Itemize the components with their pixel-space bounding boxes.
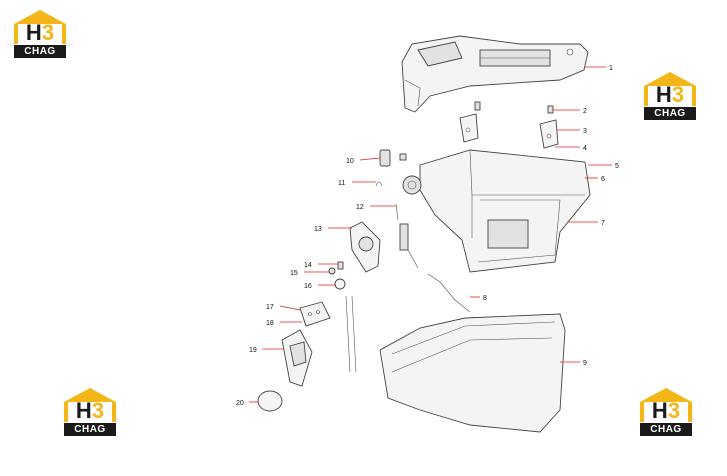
part-lever-plate [349,221,381,273]
logo-mark-h: H [75,398,92,423]
logo-word: CHAG [24,46,56,57]
brand-logo-bottom-right: H3 CHAG [636,386,696,438]
part-round-cap [257,390,283,412]
callout-2: 2 [583,108,587,115]
logo-mark-3: 3 [41,20,55,45]
callout-11: 11 [338,180,345,187]
callout-10: 10 [346,158,354,165]
callout-15: 15 [290,270,298,277]
logo-mark-h: H [651,398,668,423]
part-armrest-cover [401,35,589,113]
logo-house-icon [64,388,116,436]
logo-mark-h: H [25,20,42,45]
logo-mark-3: 3 [671,82,685,107]
callout-3: 3 [583,128,587,135]
part-release-cable [427,273,471,313]
logo-mark-3: 3 [667,398,681,423]
part-spring [395,203,419,269]
part-storage-box-body [402,149,591,273]
part-small-hardware [328,261,346,290]
callout-16: 16 [304,283,312,290]
callout-18: 18 [266,320,274,327]
logo-word: CHAG [650,424,682,435]
callout-1: 1 [609,65,613,72]
callout-6: 6 [601,176,605,183]
callout-4: 4 [583,145,587,152]
part-latch-10 [379,149,407,167]
logo-house-icon [640,388,692,436]
callout-17: 17 [266,304,274,311]
part-lower-tray [379,313,566,433]
logo-word: CHAG [74,424,106,435]
logo-house-icon [14,10,66,58]
logo-house-icon [644,72,696,120]
callout-12: 12 [356,204,364,211]
part-rod [345,295,357,373]
brand-logo-bottom-left: H3 CHAG [60,386,120,438]
callout-8: 8 [483,295,487,302]
part-mount-plate [299,301,331,327]
logo-mark-3: 3 [91,398,105,423]
callout-14: 14 [304,262,312,269]
leader-lines [249,66,612,403]
callout-20: 20 [236,400,244,407]
callout-9: 9 [583,360,587,367]
part-clip-11 [375,181,383,187]
part-bolts-2 [474,101,554,114]
brand-logo-top-left: H3 CHAG [10,8,70,60]
callout-13: 13 [314,226,322,233]
brand-logo-top-right: H3 CHAG [640,70,700,122]
callout-5: 5 [615,163,619,170]
logo-mark-h: H [655,82,672,107]
part-hinge-brackets [459,113,559,149]
part-handle [281,329,313,387]
callout-7: 7 [601,220,605,227]
logo-word: CHAG [654,108,686,119]
callout-19: 19 [249,347,257,354]
